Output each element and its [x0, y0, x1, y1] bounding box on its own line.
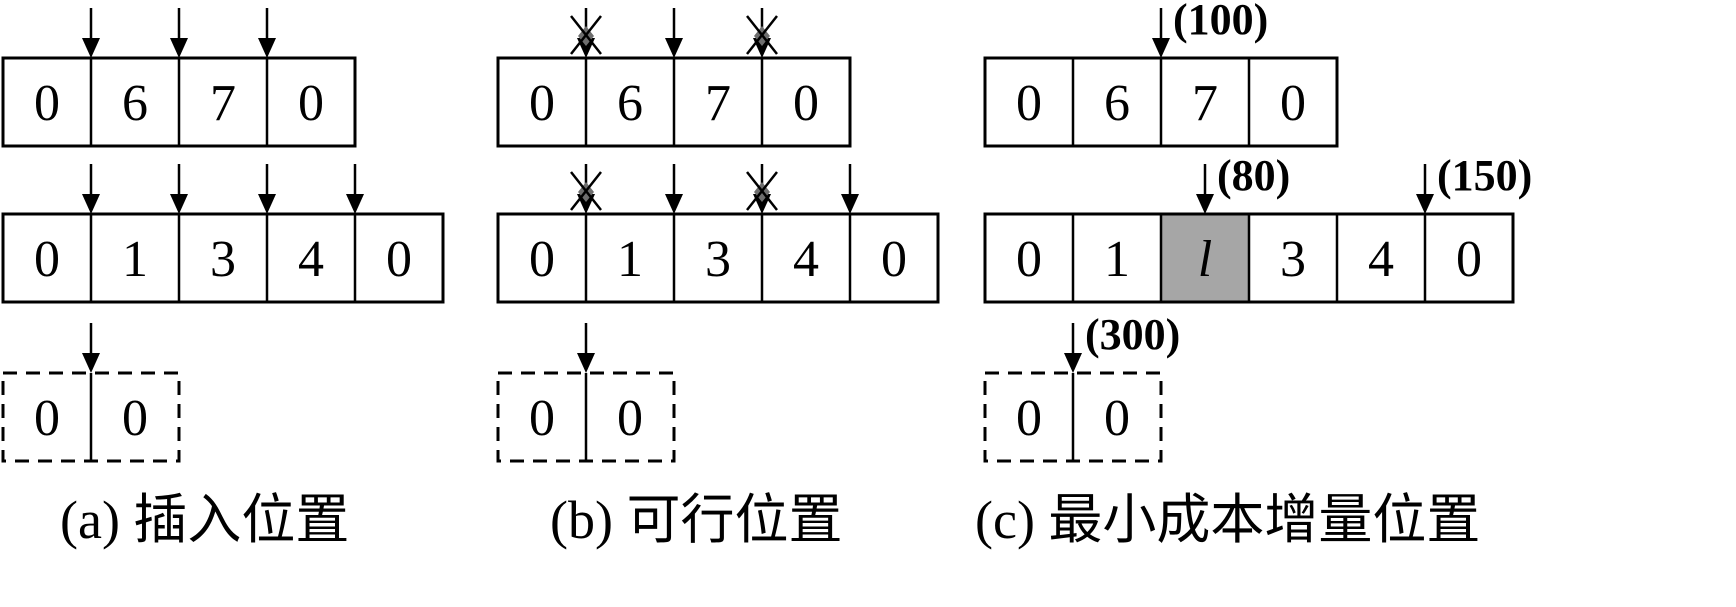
arrow-head — [258, 38, 276, 58]
arrow-head — [1416, 194, 1434, 214]
node-label: 0 — [122, 390, 148, 447]
arrow-head — [1152, 38, 1170, 58]
cost-increment-label: (100) — [1173, 0, 1268, 44]
cross-icon — [746, 15, 778, 55]
node-label: 0 — [1280, 75, 1306, 132]
route-row: 0 1 3 4 0 — [1, 164, 445, 304]
arrow-head — [841, 194, 859, 214]
node-label: 0 — [1016, 75, 1042, 132]
panel-caption: (b) 可行位置 — [550, 490, 842, 550]
route-row: 0 1 3 4 0 — [496, 164, 940, 304]
node-label: 3 — [210, 231, 236, 288]
route-row: 0 6 7 0 — [1, 8, 357, 148]
node-label: 6 — [122, 75, 148, 132]
node-label: l — [1198, 231, 1212, 288]
route-row: 0 6 7 0 (100) — [983, 0, 1339, 148]
node-label: 1 — [1104, 231, 1130, 288]
node-label: 0 — [529, 75, 555, 132]
node-label: 6 — [617, 75, 643, 132]
node-label: 1 — [122, 231, 148, 288]
node-label: 0 — [1016, 231, 1042, 288]
panel-caption: (a) 插入位置 — [60, 490, 349, 550]
node-label: 0 — [34, 231, 60, 288]
node-label: 0 — [1456, 231, 1482, 288]
arrow-head — [170, 38, 188, 58]
cost-increment-label: (300) — [1085, 310, 1180, 359]
node-label: 7 — [1192, 75, 1218, 132]
panel-c: 0 6 7 0 (100) 0 1 l 3 4 0 (80) (150) 0 0 (300) (c) 最小成本增… — [975, 0, 1532, 550]
arrow-head — [82, 38, 100, 58]
route-box — [1, 212, 445, 304]
arrow-head — [1196, 194, 1214, 214]
node-label: 0 — [617, 390, 643, 447]
node-label: 4 — [298, 231, 324, 288]
node-label: 7 — [210, 75, 236, 132]
arrow-head — [665, 194, 683, 214]
node-label: 1 — [617, 231, 643, 288]
arrow-head — [346, 194, 364, 214]
node-label: 7 — [705, 75, 731, 132]
arrow-head — [577, 353, 595, 373]
route-row: 0 1 l 3 4 0 (80) (150) — [983, 151, 1532, 304]
empty-route: 0 0 (300) — [983, 310, 1180, 463]
node-label: 0 — [1016, 390, 1042, 447]
cross-icon — [746, 171, 778, 211]
arrow-head — [258, 194, 276, 214]
panel-caption: (c) 最小成本增量位置 — [975, 490, 1480, 550]
node-label: 4 — [1368, 231, 1394, 288]
node-label: 0 — [793, 75, 819, 132]
route-box — [496, 212, 940, 304]
arrow-head — [753, 38, 771, 58]
cost-increment-label: (150) — [1437, 151, 1532, 200]
arrow-head — [82, 353, 100, 373]
node-label: 6 — [1104, 75, 1130, 132]
node-label: 0 — [529, 390, 555, 447]
node-label: 0 — [34, 75, 60, 132]
node-label: 0 — [298, 75, 324, 132]
cross-icon — [570, 15, 602, 55]
node-label: 0 — [529, 231, 555, 288]
arrow-head — [170, 194, 188, 214]
arrow-head — [577, 194, 595, 214]
arrow-head — [753, 194, 771, 214]
node-label: 3 — [1280, 231, 1306, 288]
route-row: 0 6 7 0 — [496, 8, 852, 148]
cross-icon — [570, 171, 602, 211]
node-label: 0 — [1104, 390, 1130, 447]
cost-increment-label: (80) — [1217, 151, 1290, 200]
arrow-head — [1064, 353, 1082, 373]
inserted-customer-cell — [1161, 214, 1249, 302]
arrow-head — [577, 38, 595, 58]
node-label: 0 — [386, 231, 412, 288]
arrow-head — [665, 38, 683, 58]
node-label: 3 — [705, 231, 731, 288]
node-label: 4 — [793, 231, 819, 288]
arrow-head — [82, 194, 100, 214]
node-label: 0 — [881, 231, 907, 288]
node-label: 0 — [34, 390, 60, 447]
